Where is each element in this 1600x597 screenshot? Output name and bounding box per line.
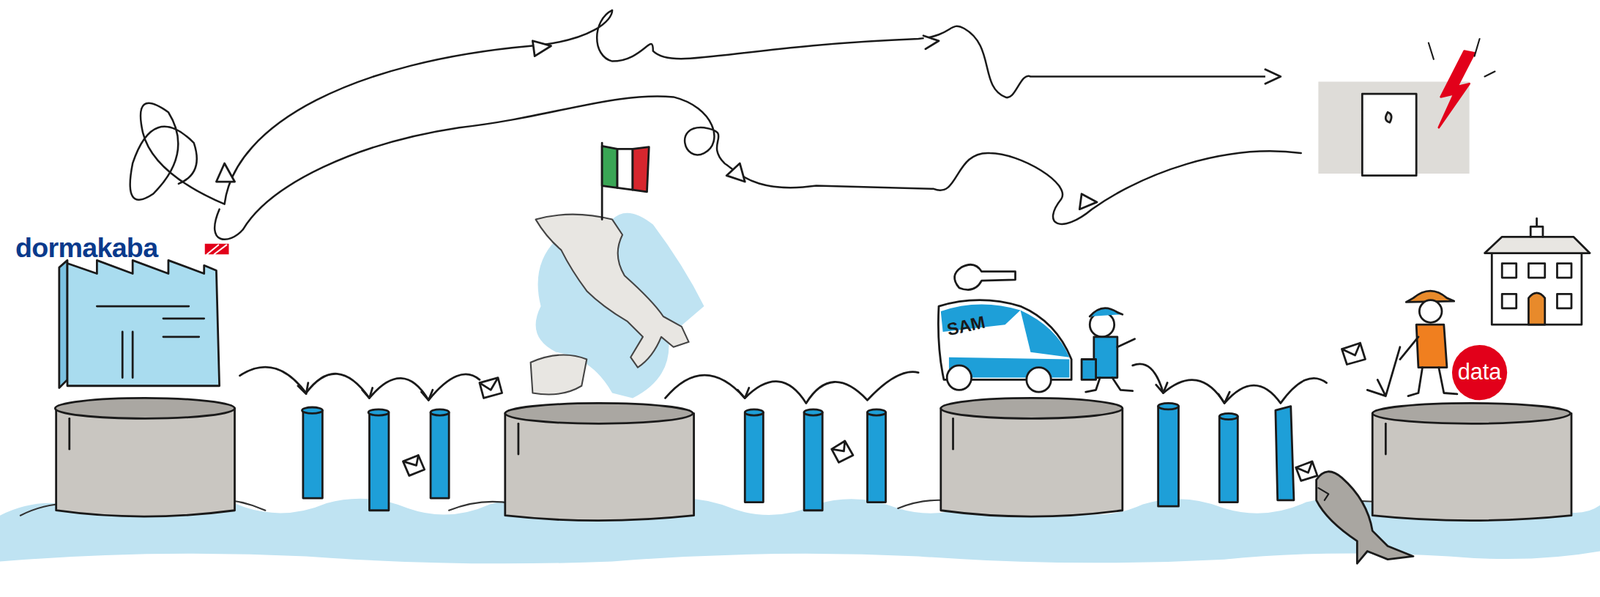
hop-arc [239, 363, 1327, 404]
logo-mark [204, 243, 230, 256]
spark [1428, 38, 1496, 77]
van-label: SAM [945, 312, 988, 341]
arrowhead [298, 382, 1230, 404]
italy-map [530, 214, 690, 395]
door [1362, 93, 1417, 176]
shark-mouth [1318, 487, 1329, 501]
data-label: data [1457, 359, 1502, 386]
farmer [1367, 290, 1458, 397]
pillar [1372, 402, 1572, 520]
pillar [54, 397, 235, 517]
van [938, 264, 1072, 392]
pillar [940, 397, 1123, 517]
house [1485, 218, 1591, 325]
flag-red [632, 147, 649, 192]
arrowhead [216, 35, 1280, 210]
journey-scribble [214, 95, 1302, 239]
post [301, 402, 1294, 510]
pillar [505, 402, 695, 520]
flag-white [617, 148, 633, 190]
flag-green [601, 145, 618, 188]
factory [59, 259, 220, 388]
factory-node: dormakaba [15, 230, 210, 266]
data-circle: data [1452, 344, 1508, 400]
van-node: SAM [946, 306, 1019, 348]
shark [1316, 471, 1414, 564]
lightning [1438, 51, 1475, 129]
courier [1081, 308, 1135, 392]
company-logo: dormakaba [15, 232, 158, 264]
journey-scribble [130, 10, 1276, 205]
